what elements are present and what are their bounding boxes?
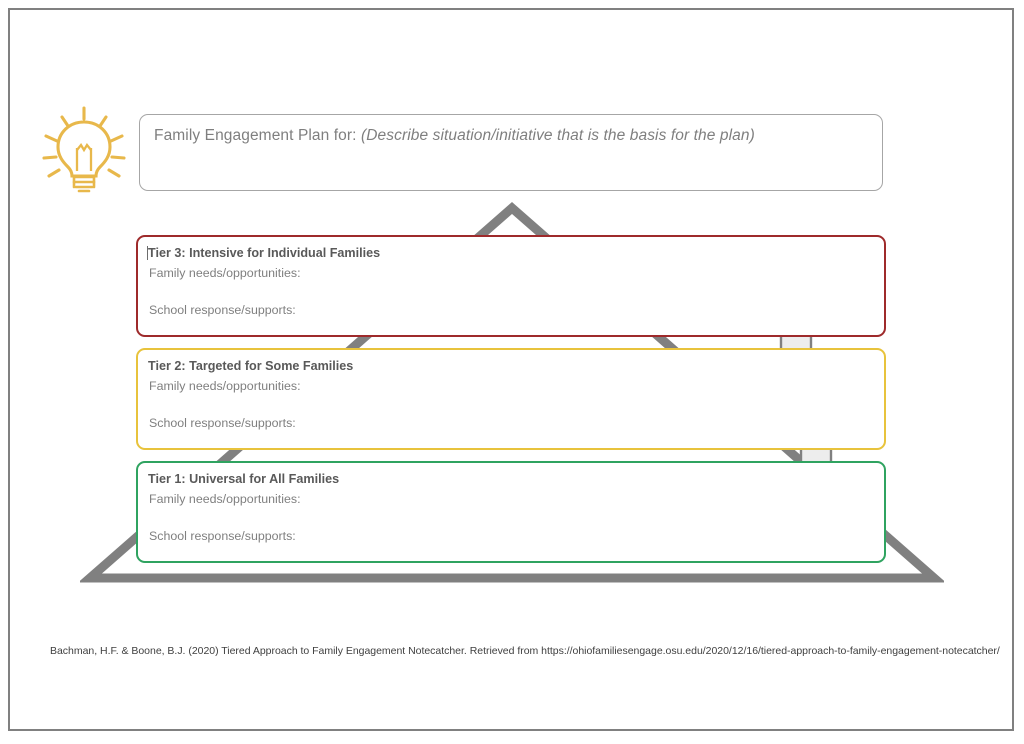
tier-3-title: Tier 3: Intensive for Individual Familie… xyxy=(148,246,381,260)
lightbulb-icon xyxy=(36,104,132,196)
plan-title-text: Family Engagement Plan for: (Describe si… xyxy=(154,127,872,145)
plan-title-input[interactable]: Family Engagement Plan for: (Describe si… xyxy=(139,114,883,191)
tier-1-title: Tier 1: Universal for All Families xyxy=(148,472,340,486)
tier-2-family-needs-label[interactable]: Family needs/opportunities: xyxy=(149,379,301,393)
plan-title-label: Family Engagement Plan for: xyxy=(154,127,361,144)
tier-1-family-needs-label[interactable]: Family needs/opportunities: xyxy=(149,492,301,506)
tier-1-school-response-label[interactable]: School response/supports: xyxy=(149,529,296,543)
tier-2-card[interactable]: Tier 2: Targeted for Some Families Famil… xyxy=(136,348,886,450)
tier-2-title: Tier 2: Targeted for Some Families xyxy=(148,359,354,373)
text-cursor xyxy=(147,246,148,260)
tier-3-family-needs-label[interactable]: Family needs/opportunities: xyxy=(149,266,301,280)
tier-1-card[interactable]: Tier 1: Universal for All Families Famil… xyxy=(136,461,886,563)
tier-3-school-response-label[interactable]: School response/supports: xyxy=(149,303,296,317)
tier-2-school-response-label[interactable]: School response/supports: xyxy=(149,416,296,430)
tier-3-card[interactable]: Tier 3: Intensive for Individual Familie… xyxy=(136,235,886,337)
citation-text: Bachman, H.F. & Boone, B.J. (2020) Tiere… xyxy=(50,645,1000,657)
plan-title-prompt: (Describe situation/initiative that is t… xyxy=(360,127,755,144)
